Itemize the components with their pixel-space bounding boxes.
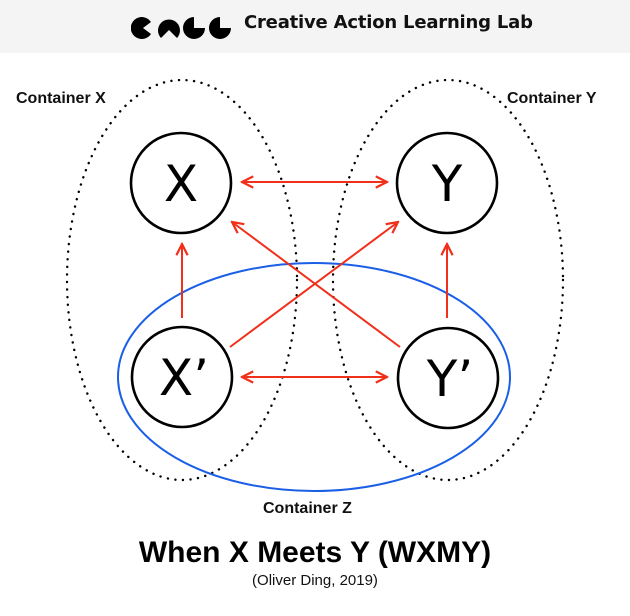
- call-logo-icon: [131, 17, 231, 39]
- brand-name: Creative Action Learning Lab: [244, 12, 533, 33]
- node-y: Y: [395, 131, 499, 235]
- container-y-label: Container Y: [507, 90, 597, 107]
- node-y-prime: Y’: [396, 326, 500, 430]
- arrow-yprime-to-x: [232, 222, 401, 348]
- arrow-xprime-to-y: [229, 222, 398, 348]
- node-y-label: Y: [431, 155, 463, 213]
- node-x-prime-label: X’: [159, 349, 209, 407]
- node-x-label: X: [164, 155, 198, 213]
- node-x: X: [129, 131, 233, 235]
- container-x-label: Container X: [16, 90, 106, 107]
- container-z-boundary: [117, 262, 511, 492]
- container-y-boundary: [331, 78, 565, 482]
- container-x-boundary: [65, 78, 299, 482]
- header-banner: Creative Action Learning Lab: [0, 0, 630, 53]
- container-z-label: Container Z: [263, 500, 352, 517]
- diagram-title: When X Meets Y (WXMY): [138, 536, 492, 569]
- diagram-credit: (Oliver Ding, 2019): [252, 572, 378, 589]
- node-x-prime: X’: [130, 325, 234, 429]
- node-y-prime-label: Y’: [426, 350, 473, 408]
